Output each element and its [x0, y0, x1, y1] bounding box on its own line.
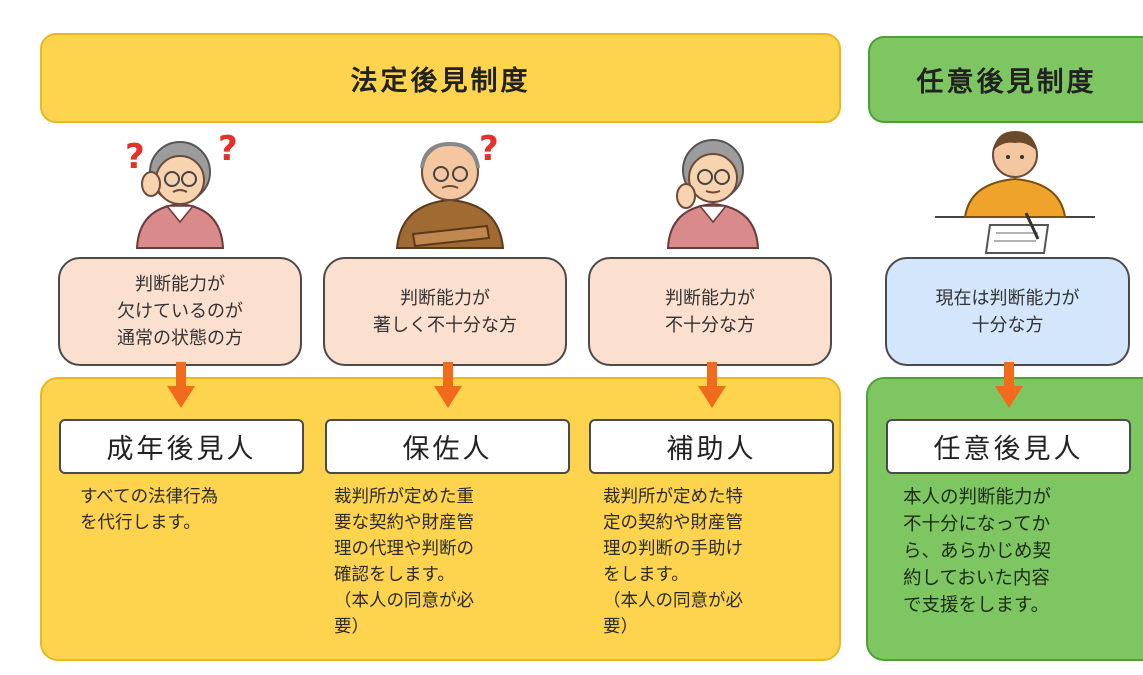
thinking-elderly-woman-icon [666, 139, 760, 249]
condition-insufficient: 判断能力が 不十分な方 [588, 257, 832, 366]
confused-elderly-man-icon: ? [395, 130, 505, 249]
voluntary-guardianship-header: 任意後見制度 [868, 36, 1143, 123]
role-assistant-description: 裁判所が定めた特 定の契約や財産管 理の判断の手助け をします。 （本人の同意が… [603, 487, 743, 637]
role-curator: 保佐人 [325, 419, 570, 474]
role-adult-guardian-label: 成年後見人 [106, 434, 257, 465]
role-curator-description: 裁判所が定めた重 要な契約や財産管 理の代理や判断の 確認をします。 （本人の同… [334, 487, 474, 637]
svg-text:?: ? [218, 130, 238, 169]
role-voluntary-guardian: 任意後見人 [886, 419, 1131, 474]
role-adult-guardian-description: すべての法律行為 を代行します。 [80, 487, 219, 533]
confused-elderly-woman-icon: ? ? [125, 130, 238, 249]
down-arrow-icon [995, 362, 1023, 408]
role-curator-label: 保佐人 [402, 434, 493, 465]
legal-guardianship-title: 法定後見制度 [350, 65, 531, 97]
down-arrow-icon [698, 362, 726, 408]
role-voluntary-guardian-label: 任意後見人 [933, 434, 1084, 465]
voluntary-guardianship-title: 任意後見制度 [916, 67, 1097, 98]
down-arrow-icon [167, 362, 195, 408]
role-adult-guardian: 成年後見人 [59, 419, 304, 474]
down-arrow-icon [434, 362, 462, 408]
role-assistant: 補助人 [589, 419, 834, 474]
role-assistant-label: 補助人 [666, 434, 757, 465]
role-voluntary-guardian-description: 本人の判断能力が 不十分になってか ら、あらかじめ契 約しておいた内容 で支援を… [903, 487, 1052, 616]
condition-currently-sufficient: 現在は判断能力が 十分な方 [885, 257, 1130, 366]
man-writing-contract-icon [935, 131, 1095, 254]
legal-guardianship-header: 法定後見制度 [40, 33, 841, 123]
svg-text:?: ? [479, 130, 499, 169]
condition-lacking-capacity: 判断能力が 欠けているのが 通常の状態の方 [58, 257, 302, 366]
svg-text:?: ? [125, 137, 145, 177]
condition-severely-insufficient: 判断能力が 著しく不十分な方 [323, 257, 567, 366]
